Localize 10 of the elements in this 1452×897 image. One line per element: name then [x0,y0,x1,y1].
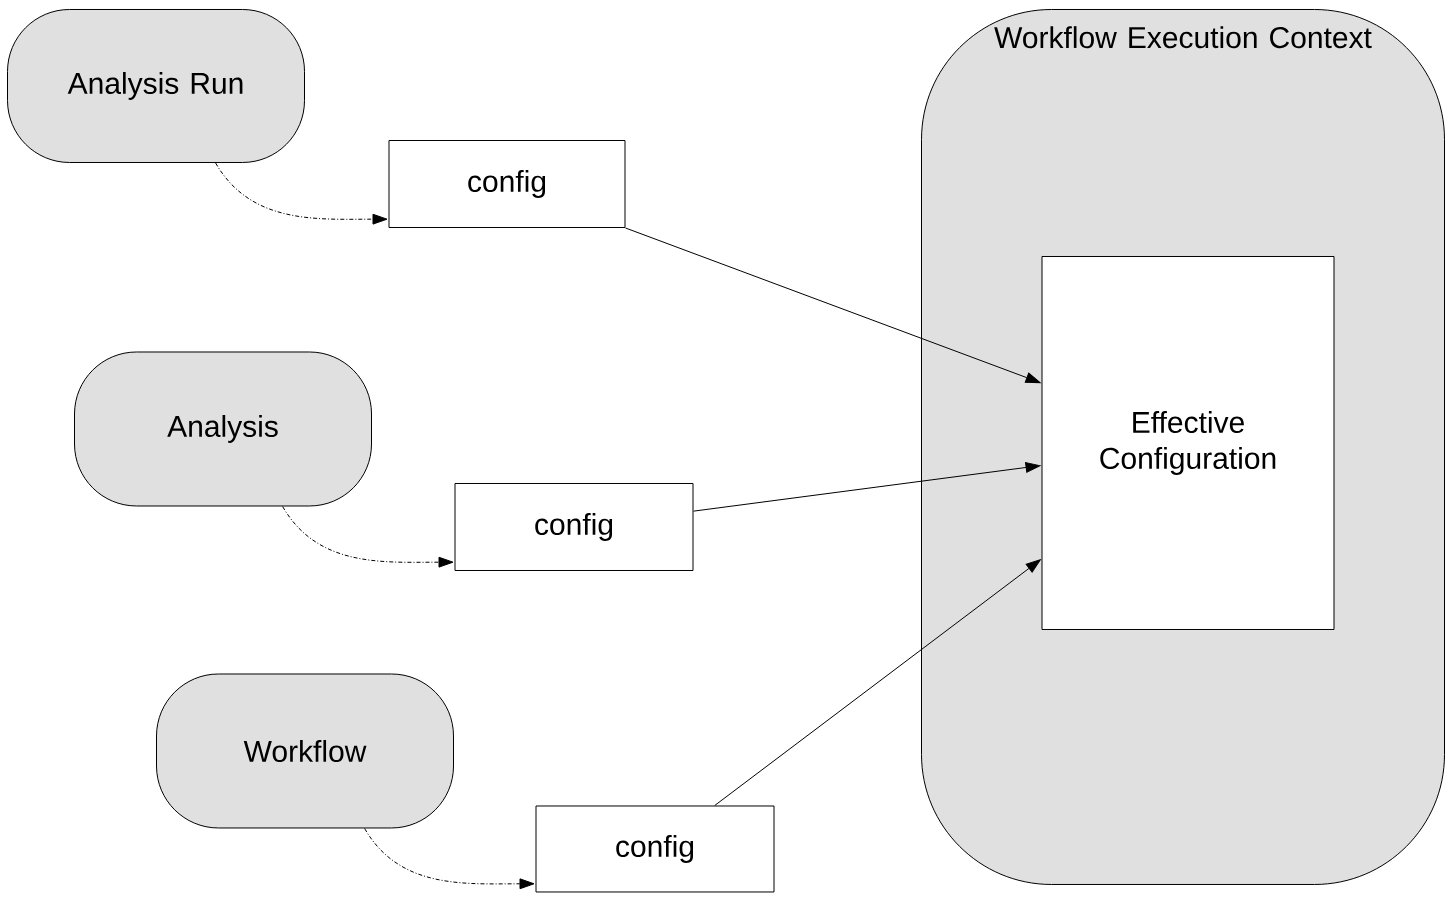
arrow [714,559,1041,806]
process-box: config [535,805,775,893]
process-box: Effective Configuration [1041,256,1335,630]
process-box: config [454,483,694,571]
arrow [625,227,1041,384]
arrow [364,828,535,890]
arrow [215,162,388,225]
arrow [693,462,1041,512]
arrow [282,506,454,568]
process-box: config [388,140,626,228]
